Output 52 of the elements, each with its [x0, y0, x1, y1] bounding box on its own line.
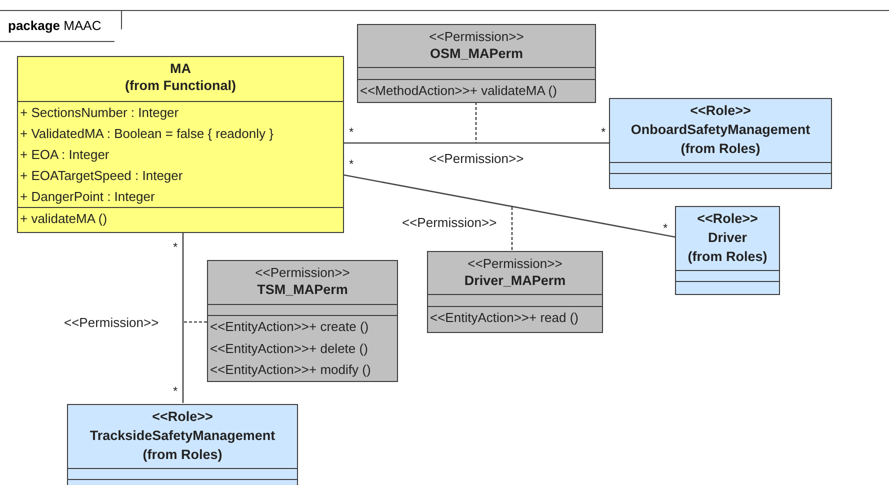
class-box: [357, 24, 596, 103]
attribute-text: + DangerPoint : Integer: [19, 188, 156, 206]
class-origin: (from Roles): [686, 248, 768, 266]
class-name: Driver: [706, 229, 748, 247]
operation-text: <<EntityAction>>+ read (): [429, 309, 580, 327]
edge-label: <<Permission>>: [62, 315, 161, 330]
edge-label: <<Permission>>: [400, 215, 499, 230]
package-tab: package MAAC: [0, 11, 122, 42]
association-class-link: [511, 206, 513, 250]
class-origin: (from Roles): [142, 446, 224, 464]
stereotype-label: <<Role>>: [696, 210, 759, 228]
class-name: MA: [169, 60, 192, 77]
association-class-link: [475, 102, 477, 143]
attribute-text: + EOA : Integer: [19, 146, 110, 164]
operation-text: + validateMA (): [19, 210, 108, 228]
attribute-text: + ValidatedMA : Boolean = false { readonly }: [19, 125, 274, 143]
stereotype-label: <<Role>>: [689, 102, 752, 120]
class-origin: (from Functional): [124, 77, 237, 94]
association-line: [344, 142, 609, 144]
class-box: [427, 251, 603, 333]
class-box: [675, 206, 780, 295]
multiplicity-label: *: [663, 222, 668, 234]
attribute-text: + EOATargetSpeed : Integer: [19, 167, 184, 185]
edge-label: <<Permission>>: [427, 151, 526, 166]
class-name: OnboardSafetyManagement: [630, 121, 812, 139]
association-class-link: [183, 321, 207, 323]
package-frame: [0, 10, 889, 485]
multiplicity-label: *: [173, 385, 178, 397]
operation-text: <<EntityAction>>+ create (): [209, 318, 370, 336]
multiplicity-label: *: [349, 126, 354, 138]
class-name: Driver_MAPerm: [463, 272, 567, 289]
class-name: TSM_MAPerm: [256, 281, 349, 298]
class-name: OSM_MAPerm: [428, 45, 524, 62]
operation-text: <<MethodAction>>+ validateMA (): [359, 82, 558, 100]
multiplicity-label: *: [349, 158, 354, 170]
class-box: [207, 260, 398, 382]
stereotype-label: <<Permission>>: [254, 264, 351, 281]
stereotype-label: <<Permission>>: [428, 28, 525, 45]
operation-text: <<EntityAction>>+ delete (): [209, 340, 369, 358]
association-line: [344, 174, 676, 238]
class-box: [67, 404, 298, 485]
class-box: [609, 98, 832, 189]
attribute-text: + SectionsNumber : Integer: [19, 104, 180, 122]
multiplicity-label: *: [601, 126, 606, 138]
class-origin: (from Roles): [680, 140, 762, 158]
association-line: [182, 232, 184, 403]
class-box: [17, 56, 344, 233]
operation-text: <<EntityAction>>+ modify (): [209, 361, 372, 379]
class-name: TracksideSafetyManagement: [88, 427, 276, 445]
multiplicity-label: *: [173, 241, 178, 253]
stereotype-label: <<Permission>>: [466, 255, 564, 272]
stereotype-label: <<Role>>: [151, 408, 214, 426]
